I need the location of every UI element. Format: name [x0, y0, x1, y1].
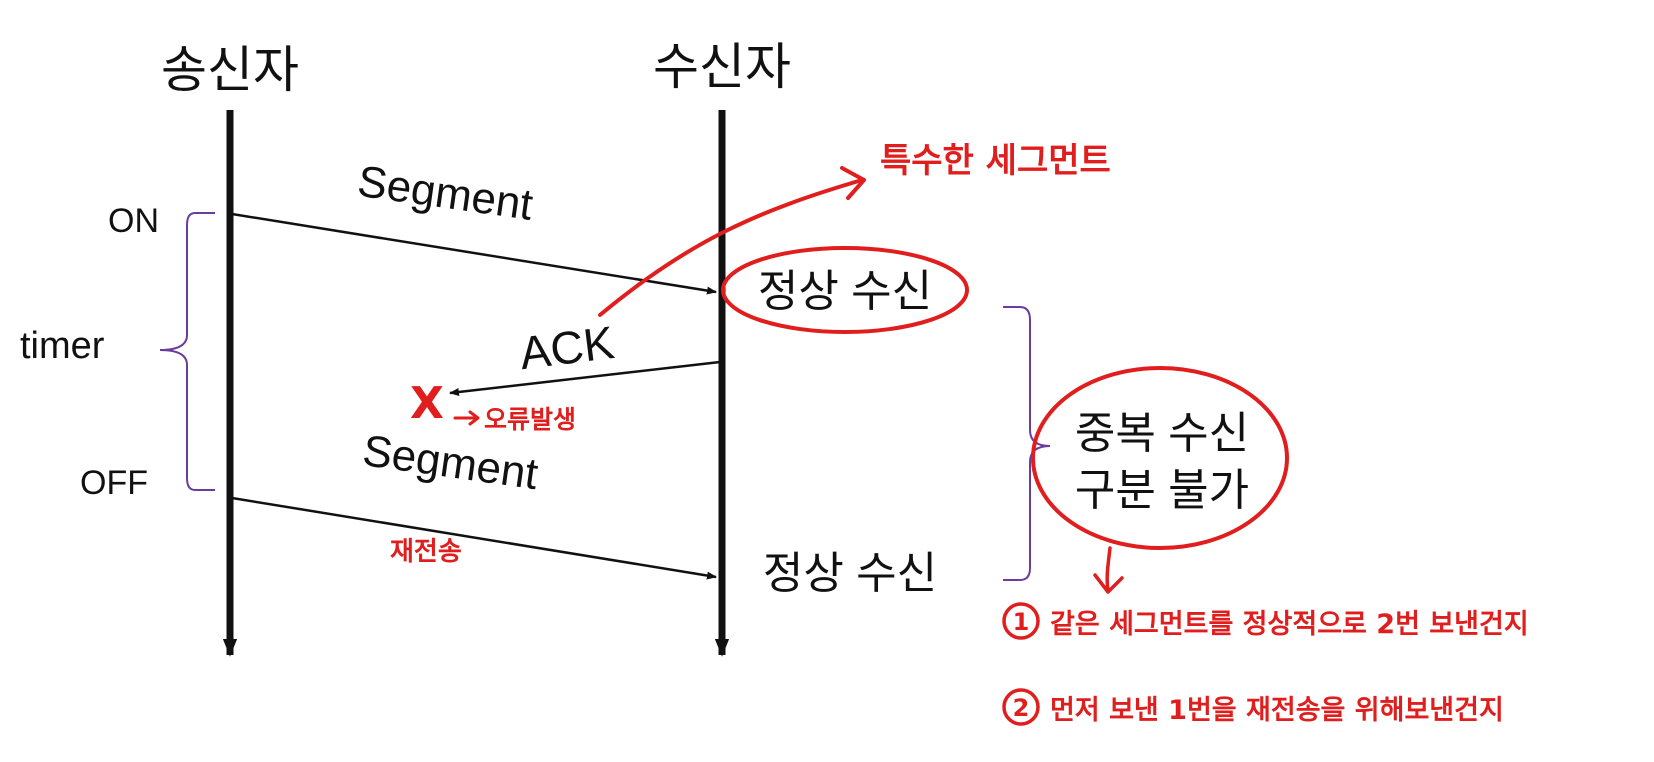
note1: 같은 세그먼트를 정상적으로 2번 보낸건지 [1050, 609, 1529, 640]
error-note: 오류발생 [484, 405, 576, 434]
timer-label: timer [20, 325, 105, 367]
duplicate-line1: 중복 수신 [1075, 409, 1249, 458]
duplicate-circle [1031, 366, 1289, 550]
timer-on-label: ON [108, 202, 159, 240]
error-arrow [453, 410, 480, 426]
duplicate-bracket [1003, 306, 1051, 581]
segment1-arrow [231, 212, 717, 295]
received1-label: 정상 수신 [758, 267, 932, 316]
note2-number-circle [1002, 688, 1040, 726]
timer-off-label: OFF [80, 464, 148, 502]
note2-number: 2 [1013, 694, 1030, 722]
ack-label: ACK [517, 316, 618, 379]
segment1-label: Segment [355, 157, 536, 230]
special-segment-curve [598, 178, 864, 317]
special-segment-arrowhead [840, 166, 866, 200]
lost-mark: X [410, 378, 444, 429]
received2-label: 정상 수신 [763, 549, 937, 598]
note1-number: 1 [1013, 608, 1030, 636]
segment2-label: Segment [360, 426, 541, 499]
segment2-arrow [231, 496, 717, 580]
received1-circle [721, 246, 969, 334]
timer-bracket [159, 212, 215, 491]
special-segment-note: 특수한 세그먼트 [880, 141, 1111, 181]
sender-label: 송신자 [161, 42, 299, 98]
note1-number-circle [1002, 602, 1040, 640]
ack-arrow [449, 360, 721, 396]
explanation-arrow [1093, 546, 1124, 594]
retransmit-note: 재전송 [390, 537, 462, 567]
duplicate-line2: 구분 불가 [1075, 466, 1249, 515]
note2: 먼저 보낸 1번을 재전송을 위해보낸건지 [1050, 695, 1504, 726]
receiver-label: 수신자 [653, 39, 791, 95]
